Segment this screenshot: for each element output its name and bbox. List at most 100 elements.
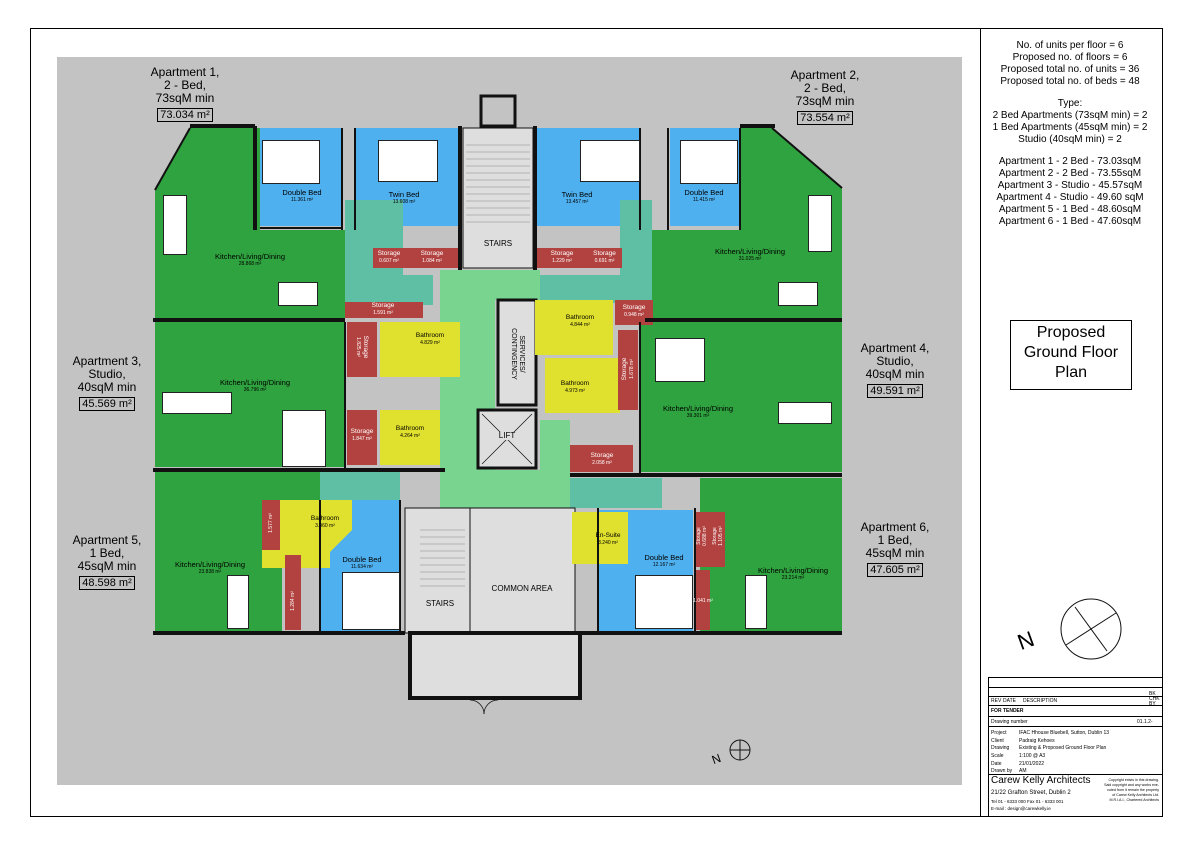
common-area [469,507,576,634]
main-entry-doors [469,699,499,715]
apt4-sofa [778,402,832,424]
lift-lobby [540,420,570,480]
interior-walls [260,128,741,633]
apt6-ensuite [572,512,628,564]
apt3-sofa [162,392,232,414]
field-date: Date [991,761,1002,767]
entrance-porch [408,631,582,700]
firm-tel: Tel 01 - 6333 000 Fax 01 - 6333 001 [991,799,1064,804]
room-label-a5-storage2: 1.577 m² [268,513,274,533]
sidebar-divider [980,28,981,817]
field-date-value: 21/01/2022 [1019,761,1045,767]
stairs-top-label: STAIRS [483,239,513,248]
apt2-sofa [808,195,832,252]
apt6-living-room [700,478,842,632]
apt1-living-room [155,128,345,318]
apt5-double-bed [342,572,400,630]
storage-rooms [262,248,725,630]
copyright-notice: Copyright exists in this drawing.Said co… [1104,778,1159,802]
apartment-3-label: Apartment 3,Studio,40sqM min 45.569 m² [72,354,142,411]
apt6-hall [570,478,662,508]
apartment-4-area: 49.591 m² [867,384,923,398]
apt5-bathroom [262,500,352,568]
description-header: DESCRIPTION [1023,698,1058,704]
field-scale: Scale [991,753,1004,759]
apt3-bed [282,410,326,467]
apt2-hall-lower [535,275,652,303]
apt2-dining-table [778,282,818,306]
exterior-walls [153,124,842,635]
apartment-5-area: 48.598 m² [79,576,135,590]
stair-treads-bottom [420,529,465,587]
drawing-number-label: Drawing number [991,719,1028,725]
stair-entry-doors [479,94,517,128]
field-drawing-value: Existing & Proposed Ground Floor Plan [1019,745,1107,751]
room-label-a6-storage3: 1.041 m² [693,598,713,604]
apartment-1-label: Apartment 1,2 - Bed,73sqM min 73.034 m² [150,65,220,122]
room-label-a5-storage3: 1.284 m² [290,591,296,611]
apartment-6-label: Apartment 6,1 Bed,45sqM min 47.605 m² [860,520,930,577]
apartment-5-label: Apartment 5,1 Bed,45sqM min 48.598 m² [72,533,142,590]
apt4-bathroom [545,358,620,413]
central-corridor-right [495,270,540,300]
field-drawn-by: Drawn by [991,768,1013,774]
drawing-sheet-border [30,28,1163,817]
rev-header: REV [991,698,1002,704]
apt2-double-bed [680,140,738,184]
apt4-bed [655,338,705,382]
apartment-6-area: 47.605 m² [867,563,923,577]
apt2-bathroom [535,300,613,355]
date-header: DATE [1003,698,1016,704]
stairs-bottom-area [404,507,471,634]
title-block: REV DATE DESCRIPTION BK CHK BY FOR TENDE… [988,677,1163,817]
apt5-hall [320,472,400,500]
apt1-twin-bed [378,140,438,182]
apartment-3-area: 45.569 m² [79,397,135,411]
status: FOR TENDER [991,708,1024,714]
drawing-number: 01.1.2- [1137,719,1153,725]
north-compass-small-icon [729,739,751,761]
apt1-dining-table [278,282,318,306]
apartment-1-area: 73.034 m² [157,108,213,122]
apt1-hall-lower [345,275,433,305]
field-project: Project [991,730,1007,736]
field-drawing: Drawing [991,745,1010,751]
field-client-value: Padraig Kehoes [1019,738,1055,744]
apt2-twin-bed [580,140,640,182]
field-client: Client [991,738,1004,744]
stairs-bottom-label: STAIRS [425,599,455,608]
field-drawn-by-value: AM [1019,768,1027,774]
north-compass-icon [1060,598,1122,660]
firm-name: Carew Kelly Architects [991,775,1091,786]
services-label: SERVICES/ CONTINGENCY [510,328,525,380]
